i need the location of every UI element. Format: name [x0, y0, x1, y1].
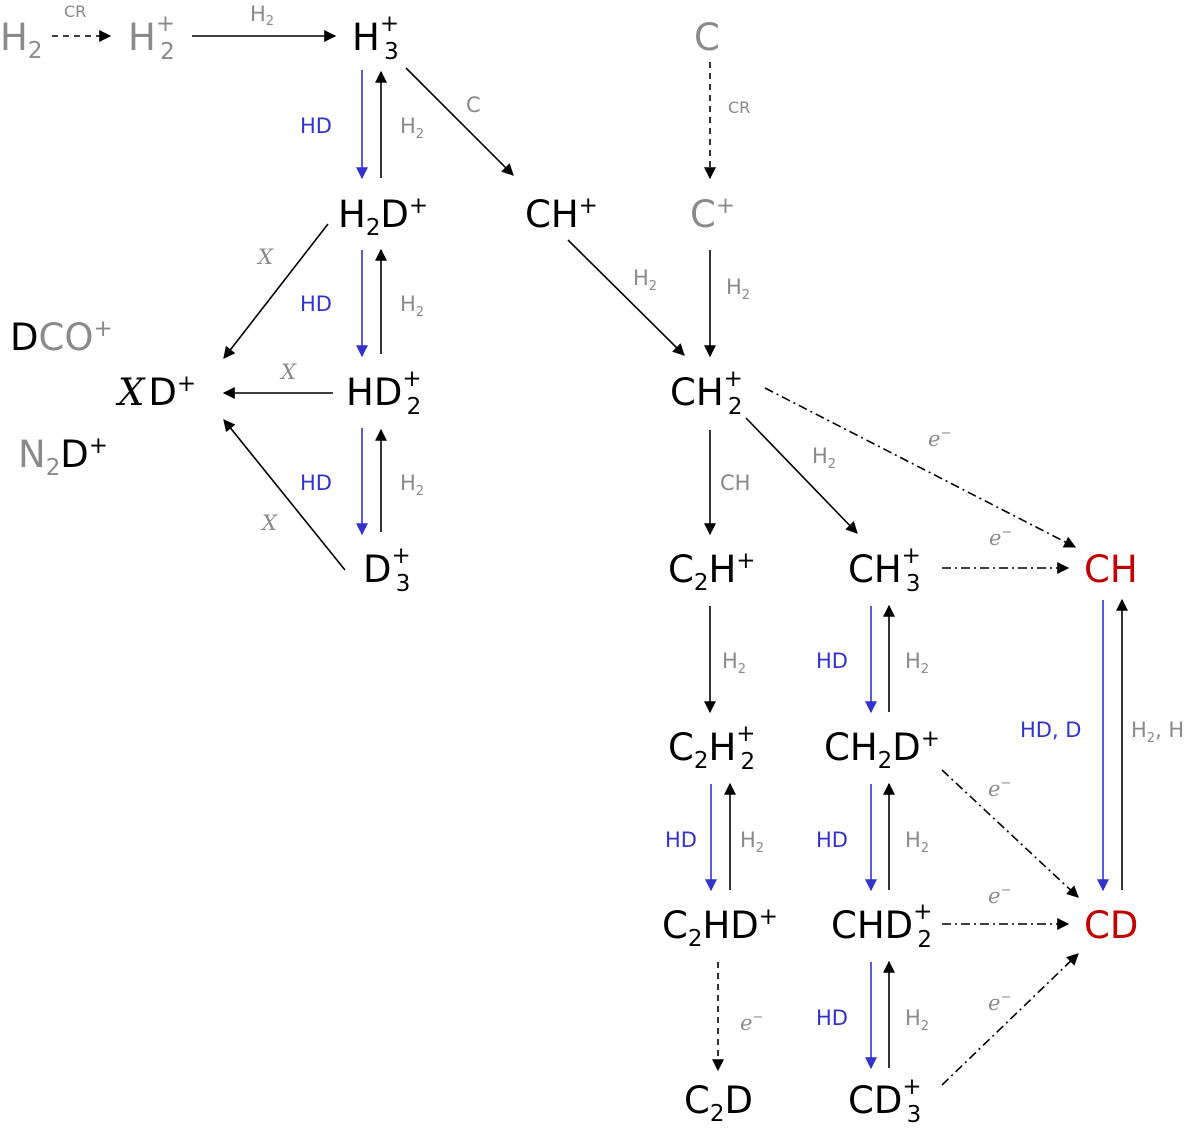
species-dco-plus: DCO+ [10, 316, 113, 359]
arrows [52, 30, 1128, 1086]
arrow-d3plus-to-xdplus [223, 419, 346, 571]
label-h2-top: H2 [250, 2, 274, 29]
label-cr-right: CR [728, 98, 750, 117]
arrow-cd3plus-to-cd [941, 953, 1079, 1086]
species-cd: CD [1084, 904, 1138, 947]
species-n2d-plus: N2D+ [18, 433, 108, 481]
label-hd-3: HD [300, 471, 332, 495]
species-h2-plus: H+2 [128, 11, 175, 65]
label-c-reactant: C [466, 93, 481, 117]
species-d3-plus: D+3 [363, 543, 411, 597]
arrow-h3plus-to-chplus [405, 67, 514, 176]
arrow-ch2plus-to-ch3plus [745, 417, 858, 534]
species-c2h2-plus: C2H+2 [668, 721, 756, 775]
species-ch-plus: CH+ [525, 193, 598, 236]
species-c: C [694, 16, 720, 59]
label-cr-top: CR [64, 2, 86, 21]
species-hd2-plus: HD+2 [346, 366, 422, 420]
label-e-2: e− [989, 525, 1012, 550]
arrow-ch2dplus-to-cd [941, 769, 1079, 898]
species-h2: H2 [0, 16, 42, 64]
label-hd-5: HD [665, 828, 697, 852]
label-e-4: e− [988, 883, 1011, 908]
label-hd-6: HD [816, 828, 848, 852]
label-h2-3: H2 [633, 266, 657, 294]
species-cd3-plus: CD+3 [848, 1074, 922, 1128]
label-h2-h: H2, H [1131, 718, 1184, 746]
arrow-ch2plus-to-ch [764, 387, 1077, 548]
label-h2-1: H2 [400, 114, 424, 142]
label-x-3: X [260, 511, 278, 535]
species-c-plus: C+ [690, 193, 735, 236]
species-h3-plus: H+3 [352, 11, 399, 65]
species-c2h-plus: C2H+ [668, 548, 756, 596]
label-h2-7: H2 [722, 649, 746, 677]
label-x-2: X [279, 360, 297, 384]
label-e-6: e− [988, 990, 1011, 1015]
label-hd-d: HD, D [1020, 718, 1081, 742]
species-ch: CH [1084, 548, 1138, 591]
label-e-3: e− [988, 776, 1011, 801]
species-h2d-plus: H2D+ [338, 193, 428, 241]
label-h2-11: H2 [905, 1006, 929, 1034]
species-ch2d-plus: CH2D+ [824, 726, 940, 774]
label-hd-1: HD [300, 114, 332, 138]
label-h2-4: H2 [726, 275, 750, 303]
label-h2-8: H2 [905, 649, 929, 677]
label-h2-2: H2 [400, 292, 424, 320]
label-h2-9: H2 [740, 828, 764, 856]
label-h2-5: H2 [812, 444, 836, 472]
arrow-chplus-to-ch2plus [567, 239, 685, 356]
reaction-labels: CR H2 HD H2 C CR X HD H2 H2 H2 X e− H2 C… [64, 2, 1184, 1035]
label-e-5: e− [740, 1010, 763, 1035]
label-hd-2: HD [300, 292, 332, 316]
label-e-1: e− [928, 426, 951, 451]
label-ch: CH [720, 471, 750, 495]
label-x-1: X [256, 245, 274, 269]
species-ch3-plus: CH+3 [848, 543, 921, 597]
label-hd-7: HD [816, 1006, 848, 1030]
species-c2hd-plus: C2HD+ [662, 904, 778, 952]
arrow-h2dplus-to-xdplus [223, 223, 329, 359]
species-c2d: C2D [684, 1079, 753, 1127]
label-h2-10: H2 [905, 828, 929, 856]
species-chd2-plus: CHD+2 [831, 899, 932, 953]
species-ch2-plus: CH+2 [670, 366, 743, 420]
label-h2-6: H2 [400, 471, 424, 499]
label-hd-4: HD [816, 649, 848, 673]
